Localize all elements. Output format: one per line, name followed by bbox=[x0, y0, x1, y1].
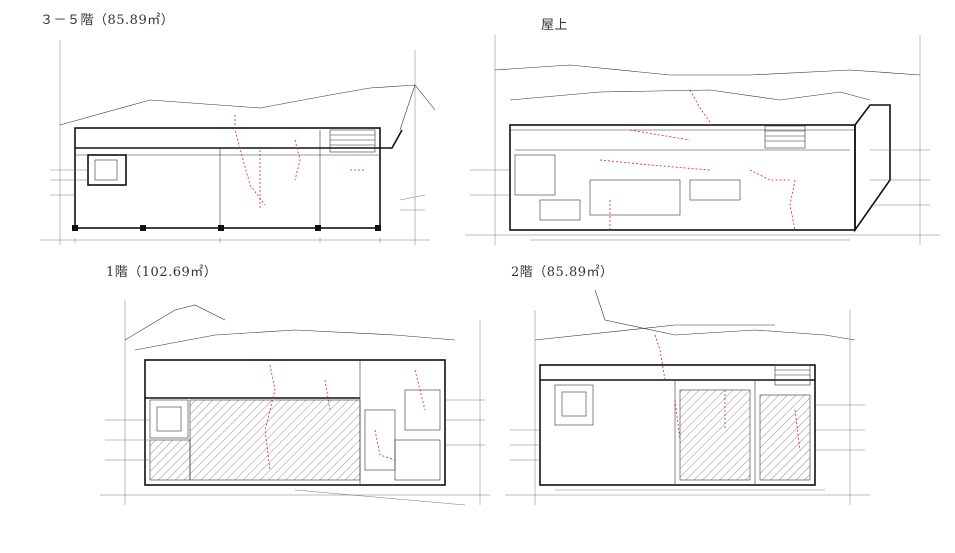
roof-title: 屋上 bbox=[541, 18, 569, 33]
floor2-title: 2階（85.89㎡） bbox=[511, 265, 614, 280]
floor1-plan-drawing bbox=[100, 300, 490, 506]
floor2-plan-drawing bbox=[505, 289, 870, 505]
floor3-5-title: ３－５階（85.89㎡） bbox=[40, 13, 175, 28]
floor3-5-plan-drawing bbox=[40, 40, 436, 245]
roof-plan-drawing bbox=[465, 35, 940, 245]
floor1-title: 1階（102.69㎡） bbox=[106, 265, 218, 280]
